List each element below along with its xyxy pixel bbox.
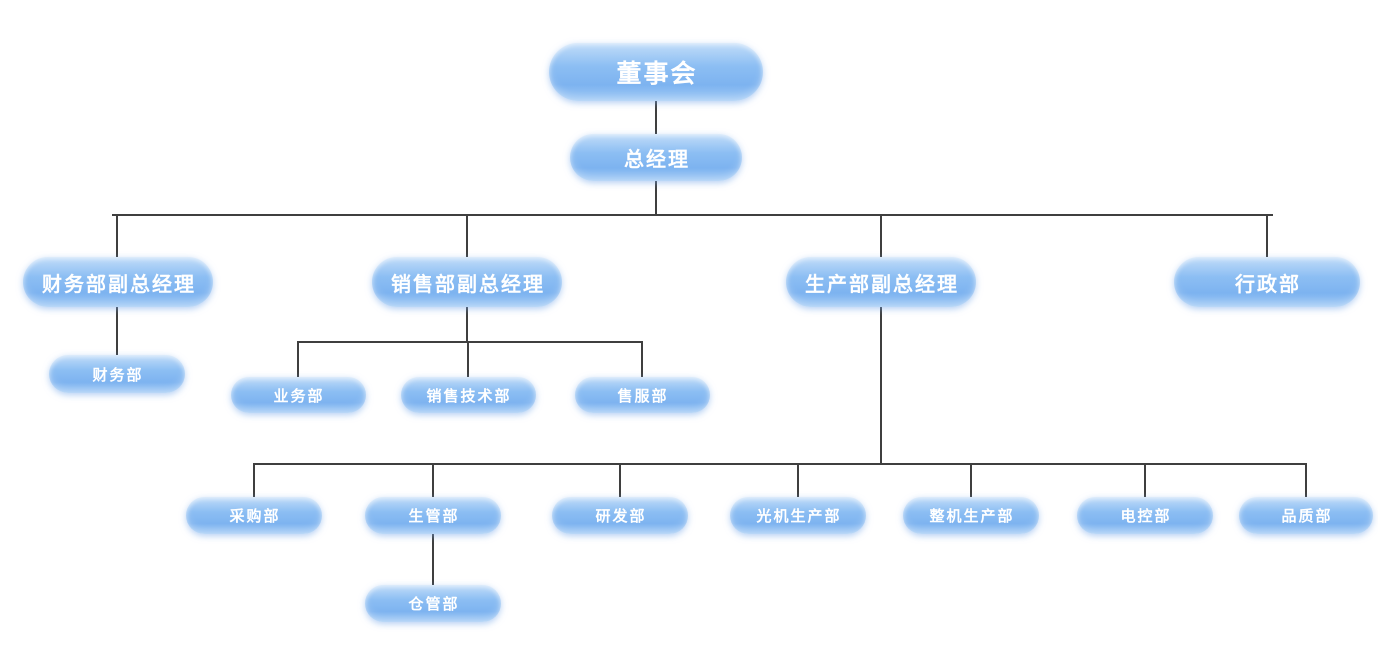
org-node-optical-production-dept: 光机生产部 xyxy=(730,497,866,534)
org-node-admin-dept: 行政部 xyxy=(1174,257,1360,307)
connector-line xyxy=(297,341,643,343)
org-node-purchasing-dept: 采购部 xyxy=(186,497,322,534)
connector-line xyxy=(655,181,657,216)
connector-line xyxy=(1144,464,1146,497)
connector-line xyxy=(253,464,255,497)
connector-line xyxy=(641,342,643,377)
org-node-rnd-dept: 研发部 xyxy=(552,497,688,534)
connector-line xyxy=(797,464,799,497)
org-node-production-vp: 生产部副总经理 xyxy=(786,257,976,307)
org-node-finance-vp: 财务部副总经理 xyxy=(23,257,213,307)
org-node-sales-vp: 销售部副总经理 xyxy=(372,257,562,307)
org-node-sales-tech-dept: 销售技术部 xyxy=(400,377,536,413)
org-node-board: 董事会 xyxy=(549,43,763,101)
org-node-after-sales-dept: 售服部 xyxy=(574,377,710,413)
connector-line xyxy=(116,215,118,257)
connector-line xyxy=(1305,464,1307,497)
org-node-electric-control-dept: 电控部 xyxy=(1077,497,1213,534)
connector-line xyxy=(880,307,882,465)
org-node-business-dept: 业务部 xyxy=(230,377,366,413)
connector-line xyxy=(432,464,434,497)
org-node-production-mgmt-dept: 生管部 xyxy=(365,497,501,534)
connector-line xyxy=(467,342,469,377)
connector-line xyxy=(466,307,468,343)
connector-line xyxy=(970,464,972,497)
connector-line xyxy=(655,101,657,134)
connector-line xyxy=(116,307,118,355)
connector-line xyxy=(112,214,1273,216)
connector-line xyxy=(466,215,468,257)
connector-line xyxy=(619,464,621,497)
org-node-machine-production-dept: 整机生产部 xyxy=(903,497,1039,534)
org-node-finance-dept: 财务部 xyxy=(49,355,185,393)
org-node-general-manager: 总经理 xyxy=(570,134,742,181)
connector-line xyxy=(432,534,434,585)
connector-line xyxy=(297,342,299,377)
org-node-quality-dept: 品质部 xyxy=(1239,497,1373,534)
org-node-warehouse-dept: 仓管部 xyxy=(365,585,501,622)
connector-line xyxy=(880,215,882,257)
connector-line xyxy=(1266,215,1268,257)
connector-line xyxy=(253,463,1307,465)
